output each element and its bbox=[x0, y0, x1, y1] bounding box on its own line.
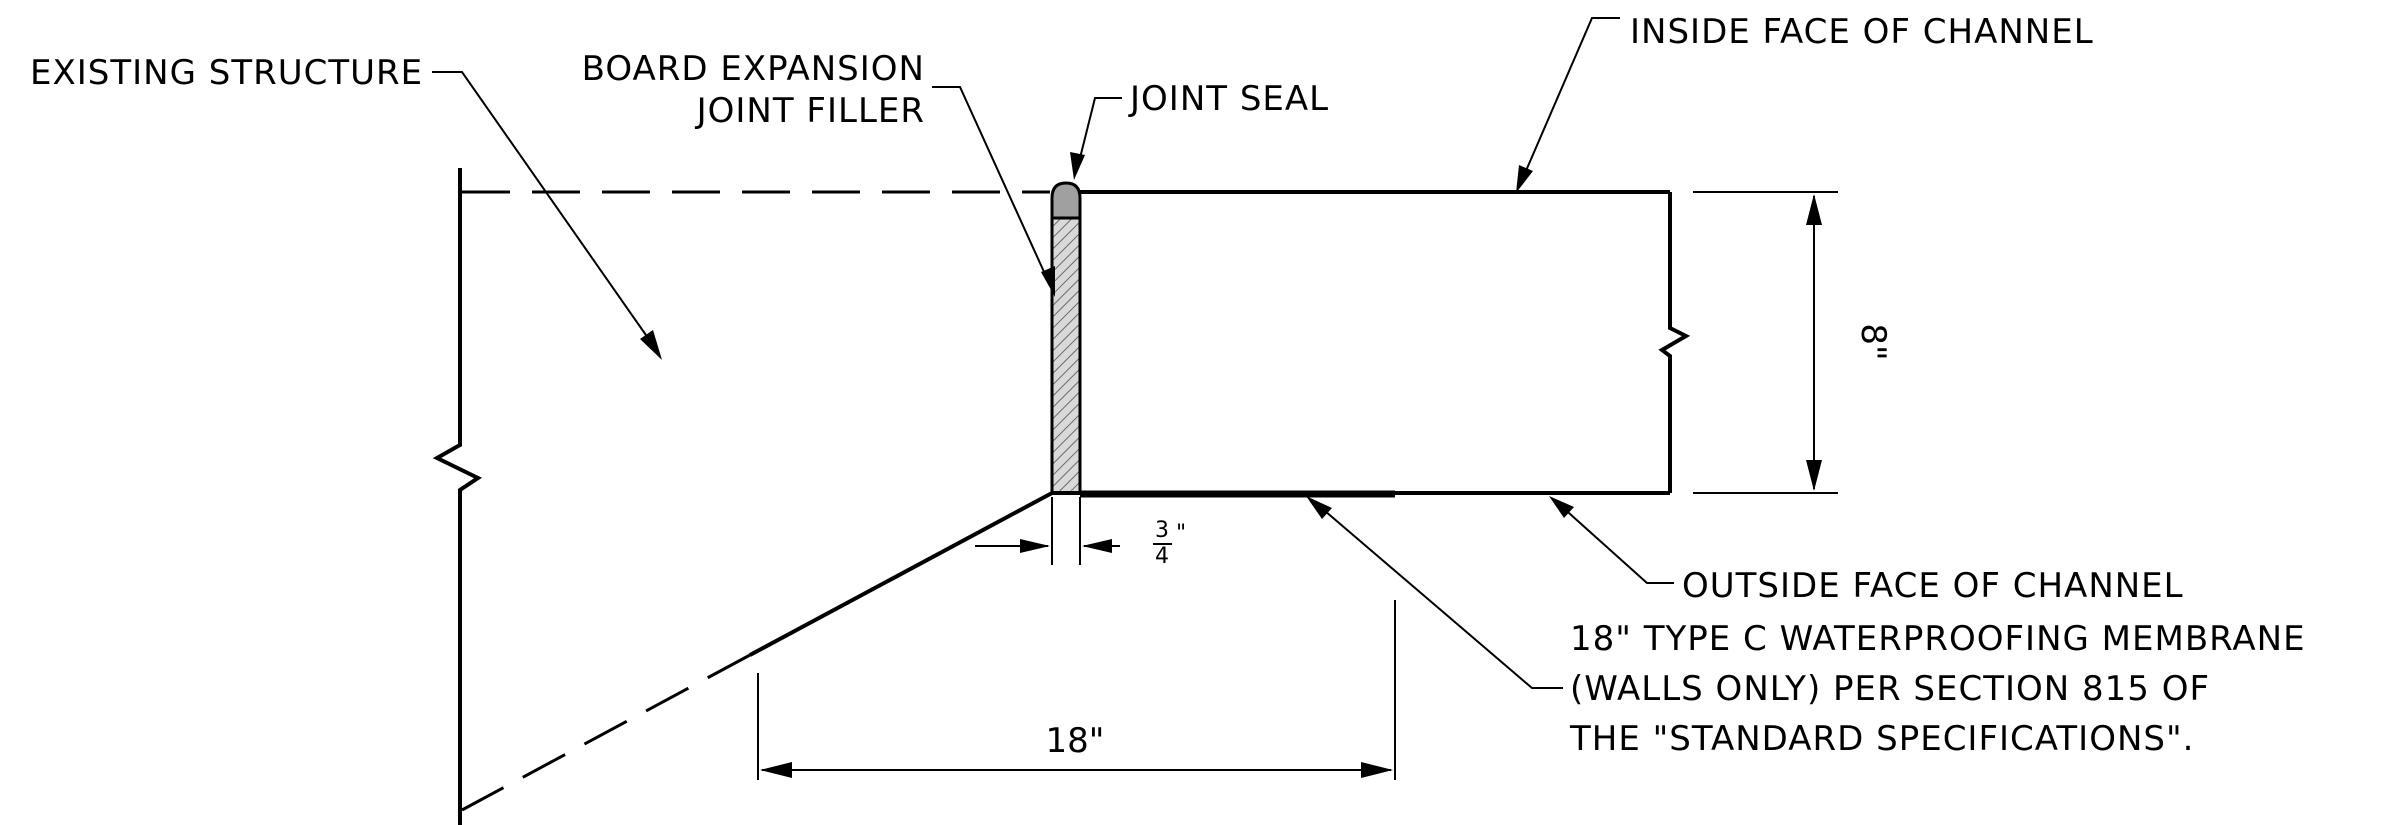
joint-seal bbox=[1050, 181, 1082, 220]
label-joint-seal: JOINT SEAL bbox=[1128, 79, 1329, 119]
channel-break-line bbox=[1658, 192, 1691, 493]
joint-dim-arrow-right bbox=[1082, 539, 1112, 553]
leader-membrane bbox=[1317, 504, 1563, 689]
label-existing-structure: EXISTING STRUCTURE bbox=[30, 53, 423, 93]
leader-joint-seal bbox=[1077, 97, 1122, 167]
dim-height-text: 8" bbox=[1853, 323, 1893, 360]
label-membrane-3: THE "STANDARD SPECIFICATIONS". bbox=[1569, 719, 2194, 759]
label-membrane-2: (WALLS ONLY) PER SECTION 815 OF bbox=[1570, 669, 2210, 709]
membrane-dim-arrow-right bbox=[1361, 762, 1393, 778]
leader-arrow-existing-structure bbox=[640, 330, 662, 360]
joint-dim-unit: " bbox=[1176, 521, 1186, 546]
leader-existing-structure bbox=[432, 71, 656, 349]
leader-arrow-membrane bbox=[1306, 496, 1332, 519]
membrane-dim-arrow-left bbox=[760, 762, 792, 778]
leader-arrow-joint-seal bbox=[1070, 152, 1085, 180]
label-outside-face: OUTSIDE FACE OF CHANNEL bbox=[1682, 566, 2184, 606]
joint-dim-numerator: 3 bbox=[1155, 518, 1169, 543]
leader-arrow-inside-face bbox=[1516, 165, 1533, 193]
joint-dim-denominator: 4 bbox=[1155, 544, 1169, 569]
board-expansion-joint-filler bbox=[1050, 216, 1082, 495]
wingwall-diagonal-dashed bbox=[461, 653, 751, 812]
membrane-dim-text: 18" bbox=[1046, 721, 1105, 761]
joint-dim-arrow-left bbox=[1020, 539, 1050, 553]
dim-arrow-down bbox=[1806, 460, 1822, 491]
existing-structure-break-line bbox=[432, 168, 483, 825]
dim-arrow-up bbox=[1806, 194, 1822, 225]
label-board-expansion-1: BOARD EXPANSION bbox=[582, 49, 925, 89]
leader-arrow-outside-face bbox=[1549, 496, 1574, 518]
label-board-expansion-2: JOINT FILLER bbox=[695, 91, 925, 131]
leader-inside-face bbox=[1521, 17, 1620, 181]
label-membrane-1: 18" TYPE C WATERPROOFING MEMBRANE bbox=[1570, 619, 2306, 659]
leader-arrow-board-expansion bbox=[1041, 266, 1055, 297]
wingwall-diagonal-solid bbox=[749, 491, 1053, 657]
label-inside-face: INSIDE FACE OF CHANNEL bbox=[1630, 12, 2094, 52]
leader-board-expansion bbox=[932, 86, 1051, 286]
leader-outside-face bbox=[1559, 504, 1674, 584]
